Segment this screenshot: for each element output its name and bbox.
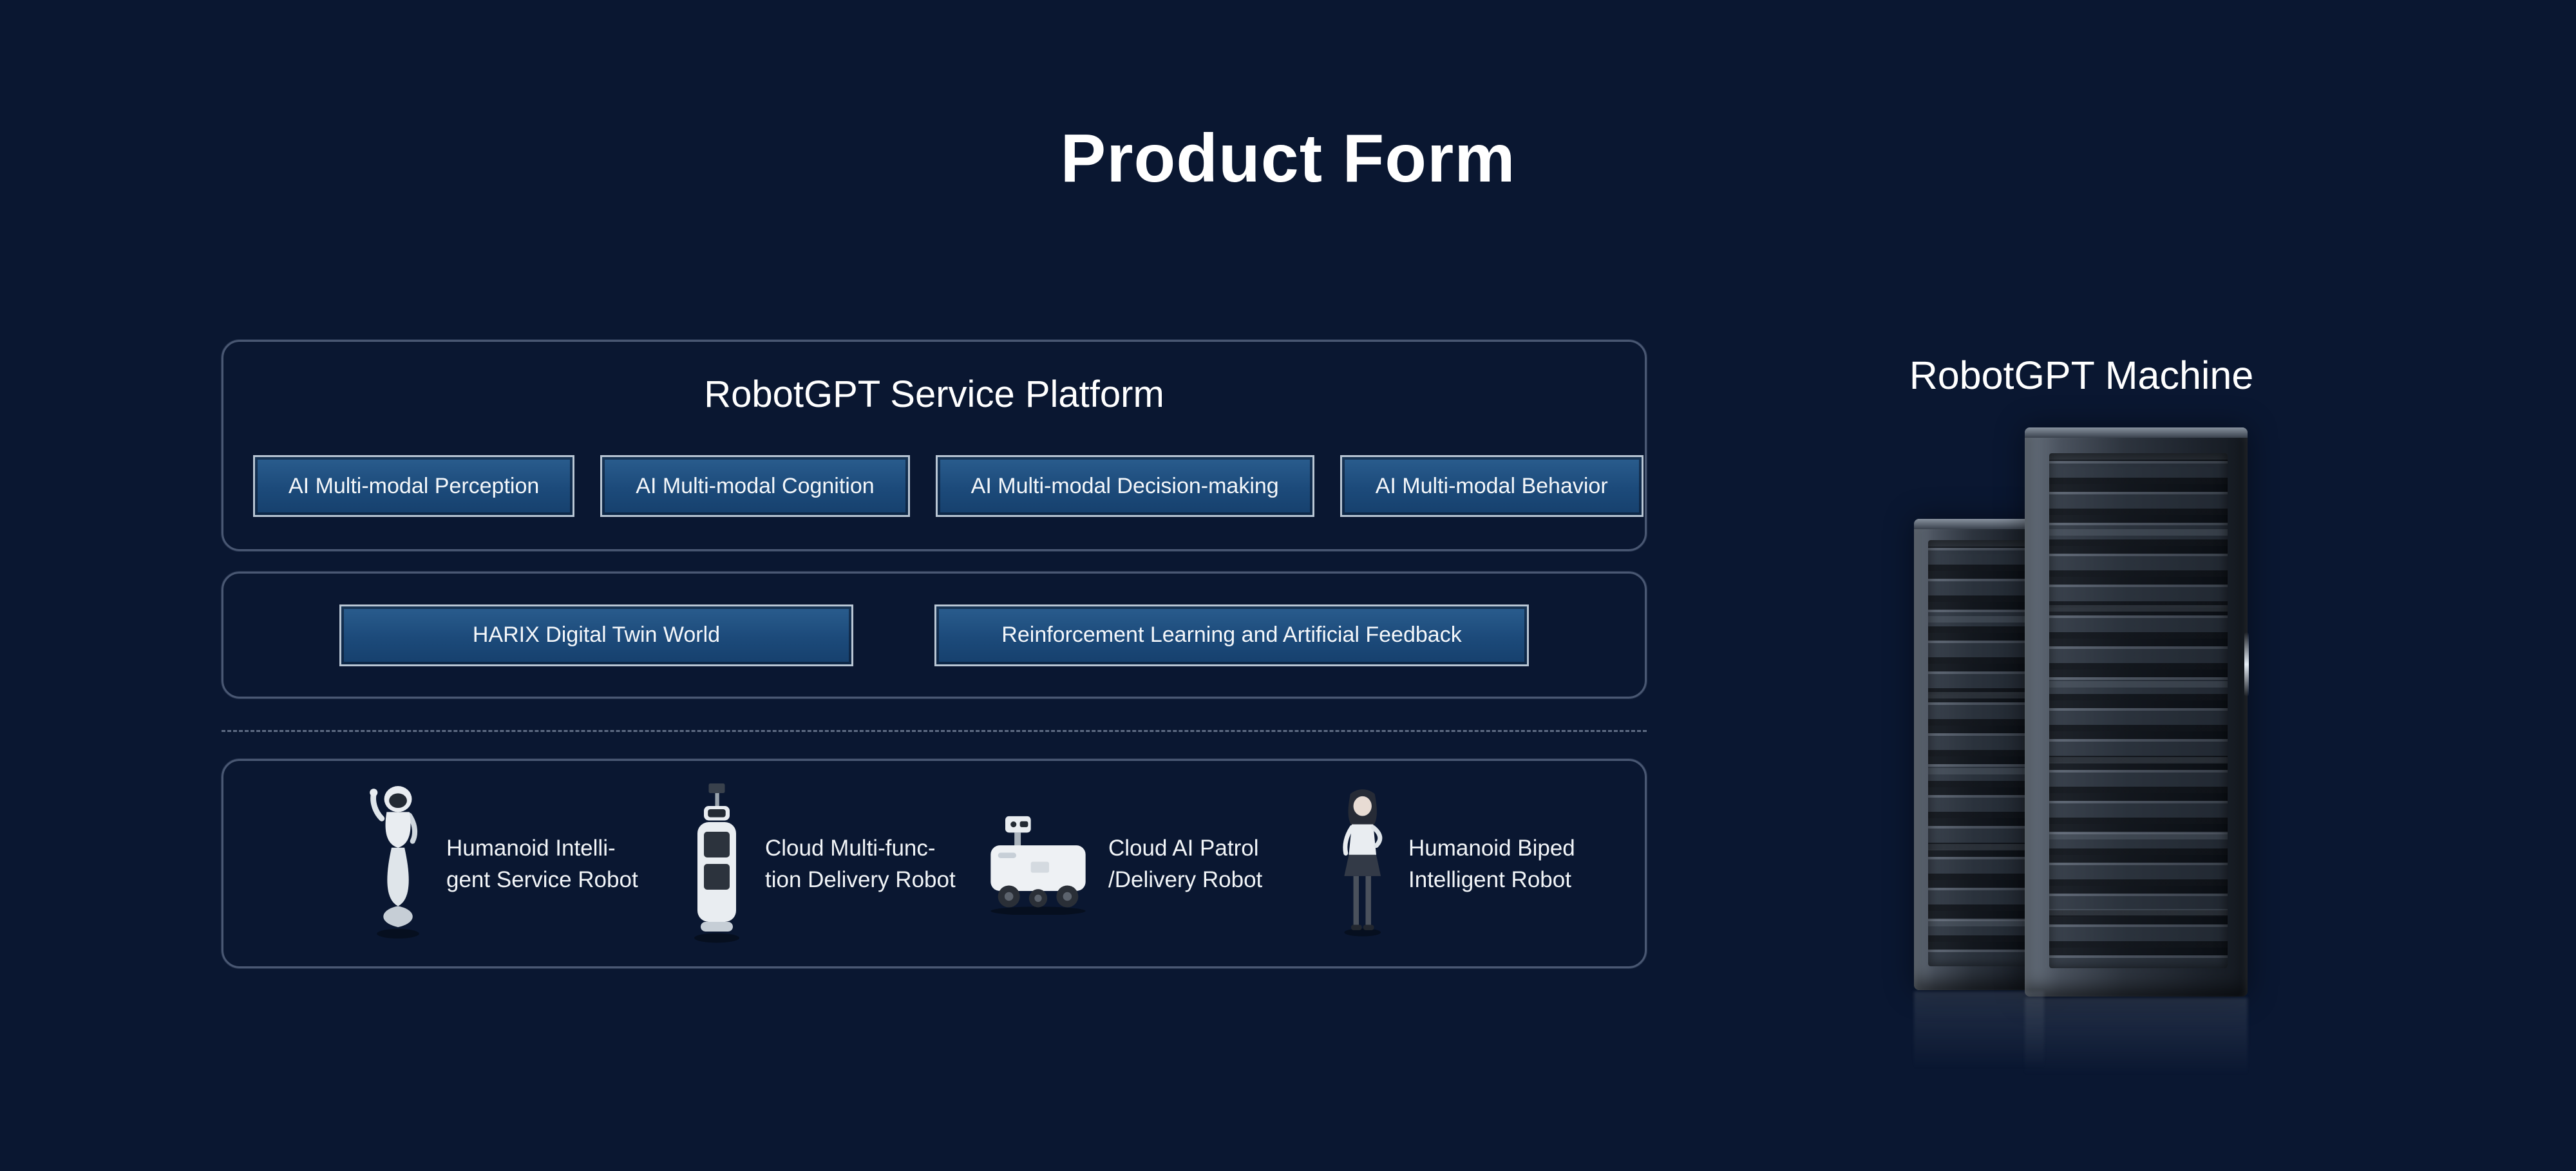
robot-label: Humanoid Intelli- gent Service Robot	[446, 835, 638, 892]
service-platform-panel: RobotGPT Service Platform AI Multi-modal…	[221, 339, 1647, 552]
dashed-separator	[222, 730, 1647, 732]
reinforcement-learning-chip: Reinforcement Learning and Artificial Fe…	[934, 604, 1529, 666]
service-platform-title: RobotGPT Service Platform	[704, 373, 1164, 415]
humanoid-service-robot-icon	[359, 783, 431, 945]
robot-item-delivery: Cloud Multi-func- tion Delivery Robot	[677, 761, 956, 966]
server-tower-back	[1914, 519, 2044, 990]
robot-item-humanoid-service: Humanoid Intelli- gent Service Robot	[359, 761, 638, 966]
harix-digital-twin-chip: HARIX Digital Twin World	[339, 604, 853, 666]
machine-title: RobotGPT Machine	[1909, 353, 2254, 397]
biped-robot-icon	[1326, 783, 1393, 944]
page-title: Product Form	[1060, 120, 1516, 196]
module-chip-perception: AI Multi-modal Perception	[253, 455, 575, 517]
training-panel: HARIX Digital Twin World Reinforcement L…	[221, 571, 1647, 699]
module-chip-decision-making: AI Multi-modal Decision-making	[935, 455, 1314, 517]
server-tower-front	[2025, 427, 2249, 997]
delivery-robot-icon	[677, 783, 750, 944]
tower-reflection	[2025, 998, 2248, 1075]
module-chip-cognition: AI Multi-modal Cognition	[600, 455, 910, 517]
server-rack-image	[1914, 422, 2252, 1075]
patrol-robot-icon	[983, 812, 1093, 915]
robots-panel: Humanoid Intelli- gent Service Robot	[221, 758, 1647, 969]
training-row: HARIX Digital Twin World Reinforcement L…	[223, 574, 1645, 697]
robot-label: Cloud AI Patrol /Delivery Robot	[1108, 835, 1263, 892]
module-chip-behavior: AI Multi-modal Behavior	[1340, 455, 1643, 517]
tower-reflection	[1914, 991, 2044, 1069]
platform-modules-row: AI Multi-modal Perception AI Multi-modal…	[253, 455, 1643, 517]
robot-label: Humanoid Biped Intelligent Robot	[1408, 835, 1575, 892]
robot-item-patrol: Cloud AI Patrol /Delivery Robot	[983, 761, 1262, 966]
robot-item-biped: Humanoid Biped Intelligent Robot	[1326, 761, 1575, 966]
highlight-glint	[2244, 632, 2249, 697]
robot-label: Cloud Multi-func- tion Delivery Robot	[765, 835, 956, 892]
